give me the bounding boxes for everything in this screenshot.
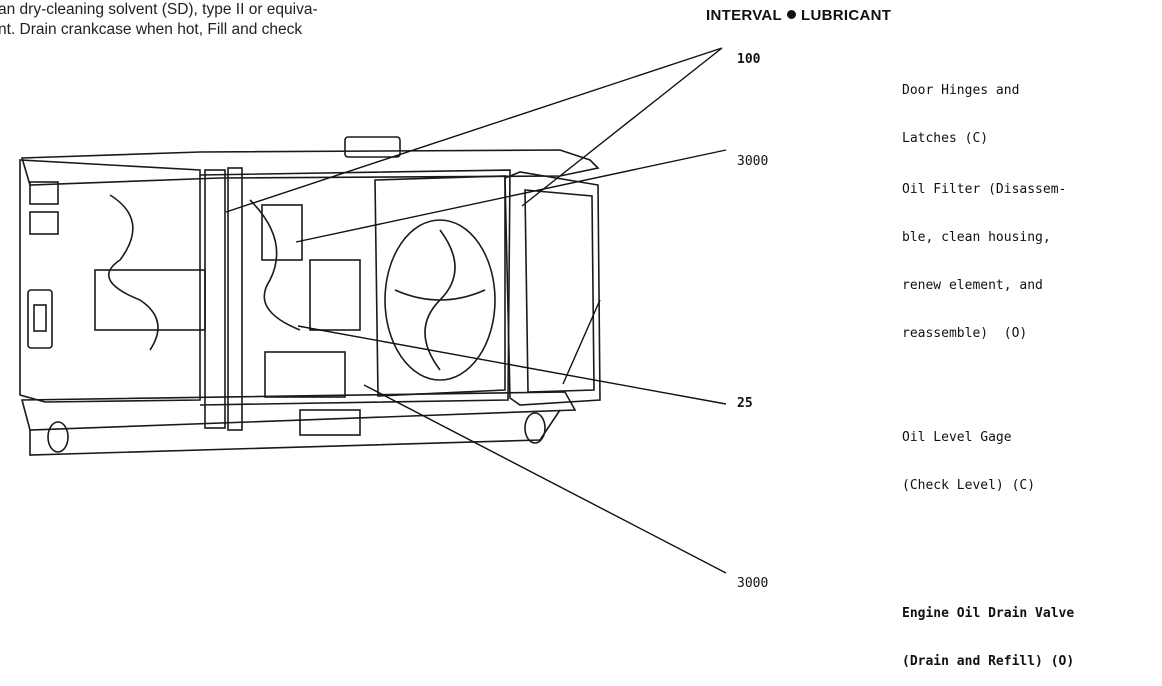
interval-heading: INTERVAL bbox=[706, 7, 783, 24]
bullet-icon bbox=[787, 10, 797, 19]
interval-value: 3000 bbox=[737, 576, 769, 591]
control-box-inner bbox=[33, 304, 47, 332]
fan-shroud bbox=[384, 219, 496, 381]
label-line: Oil Level Gage bbox=[902, 430, 1012, 445]
lubrication-point-label: Engine Oil Drain Valve (Drain and Refill… bbox=[902, 574, 1074, 686]
radiator-housing bbox=[374, 175, 506, 397]
lubricant-heading: LUBRICANT bbox=[801, 7, 892, 24]
interval-value: 3000 bbox=[737, 154, 769, 169]
lifting-eye bbox=[524, 412, 546, 444]
engine-part bbox=[309, 259, 361, 331]
intro-text: an dry-cleaning solvent (SD), type II or… bbox=[0, 0, 520, 40]
engine-block bbox=[94, 269, 206, 331]
left-louver bbox=[29, 181, 59, 205]
interval-value: 100 bbox=[737, 52, 761, 67]
skid-rail bbox=[29, 409, 561, 456]
label-line: (Check Level) (C) bbox=[902, 478, 1036, 493]
base-access-box bbox=[299, 409, 361, 436]
open-door bbox=[504, 171, 601, 406]
top-filler-cap bbox=[344, 136, 401, 158]
door-frame-post bbox=[227, 167, 243, 431]
leader-line-door-hinges bbox=[521, 47, 723, 207]
label-line: Latches (C) bbox=[902, 131, 989, 146]
lubrication-point-label: Door Hinges and Latches (C) bbox=[902, 51, 1019, 163]
generator-illustration bbox=[19, 47, 727, 574]
column-header: INTERVAL LUBRICANT bbox=[706, 7, 891, 24]
fan-blade bbox=[394, 289, 486, 301]
leader-line-oil-filter bbox=[295, 149, 727, 243]
label-line: ble, clean housing, bbox=[902, 230, 1051, 245]
label-line: Engine Oil Drain Valve bbox=[902, 606, 1075, 621]
engine-compartment bbox=[199, 169, 511, 406]
housing-roof bbox=[20, 149, 600, 186]
interval-value: 25 bbox=[737, 396, 753, 411]
leader-line-oil-level-gage bbox=[297, 325, 727, 405]
door-strut bbox=[562, 299, 601, 385]
label-line: renew element, and bbox=[902, 278, 1043, 293]
lubrication-point-label: Oil Level Gage (Check Level) (C) bbox=[902, 398, 1035, 510]
left-louver bbox=[29, 211, 59, 235]
oil-filter bbox=[261, 204, 303, 261]
label-line: (Drain and Refill) (O) bbox=[902, 654, 1075, 669]
door-frame-post bbox=[204, 169, 226, 429]
label-line: Door Hinges and bbox=[902, 83, 1020, 98]
label-line: Oil Filter (Disassem- bbox=[902, 182, 1067, 197]
lifting-eye bbox=[47, 421, 69, 453]
left-end-panel bbox=[19, 159, 201, 403]
leader-line-door-hinges bbox=[225, 47, 723, 213]
intro-line: an dry-cleaning solvent (SD), type II or… bbox=[0, 1, 318, 18]
leader-line-oil-drain-valve bbox=[363, 384, 727, 574]
lubrication-point-label: Oil Filter (Disassem- ble, clean housing… bbox=[902, 150, 1066, 358]
label-line: reassemble) (O) bbox=[902, 326, 1028, 341]
door-inner-edge bbox=[524, 189, 595, 393]
wiring-bundle bbox=[249, 199, 301, 331]
intro-line: nt. Drain crankcase when hot, Fill and c… bbox=[0, 21, 303, 38]
battery bbox=[264, 351, 346, 398]
control-box bbox=[27, 289, 53, 349]
wiring-bundle bbox=[108, 194, 159, 351]
